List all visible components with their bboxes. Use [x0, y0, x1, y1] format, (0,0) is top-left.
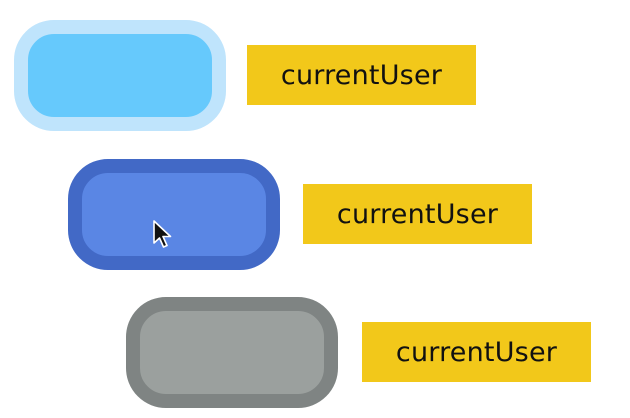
button-3[interactable]	[126, 297, 338, 408]
label-text-3: currentUser	[395, 336, 558, 368]
label-tag-1: currentUser	[247, 45, 476, 105]
button-2[interactable]	[68, 159, 280, 270]
label-tag-2: currentUser	[303, 184, 532, 244]
label-tag-3: currentUser	[362, 322, 591, 382]
label-text-2: currentUser	[336, 198, 499, 230]
button-1[interactable]	[14, 20, 226, 131]
arrow-pointer-icon	[153, 220, 172, 248]
label-text-1: currentUser	[280, 59, 443, 91]
